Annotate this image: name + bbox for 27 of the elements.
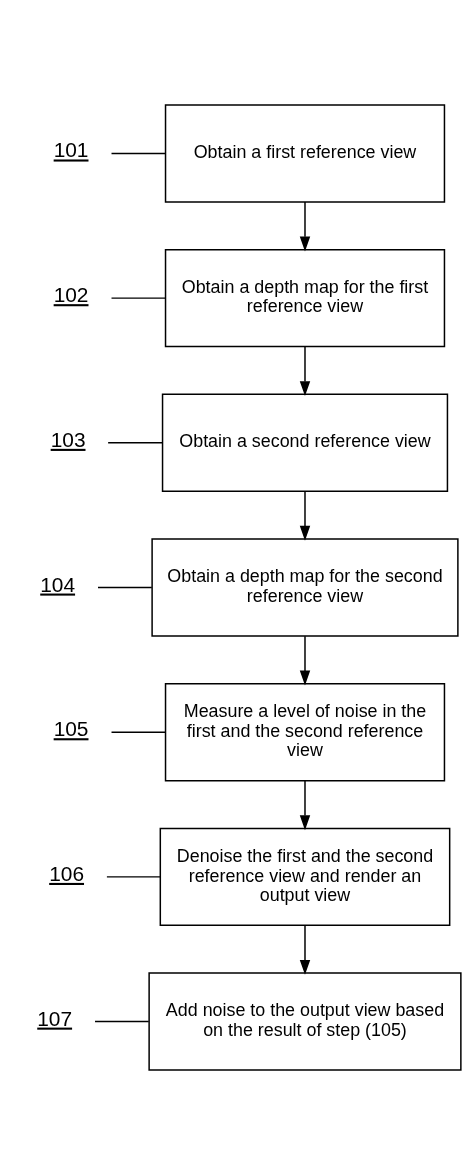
connector <box>110 297 166 299</box>
node-text: 107 <box>37 1006 73 1030</box>
node-text: 105 <box>53 717 89 741</box>
arrow <box>299 924 311 975</box>
connector <box>107 442 164 444</box>
arrow <box>299 201 311 252</box>
arrow <box>299 346 311 397</box>
node-box: Denoise the first and the second reference view and render an output view <box>159 827 451 927</box>
connector <box>110 731 166 733</box>
node-box: Obtain a first reference view <box>164 104 446 203</box>
node-text: 103 <box>50 427 86 451</box>
node-text: 101 <box>53 138 89 162</box>
node-box: Add noise to the output view based on the result of step (105) <box>148 972 462 1071</box>
node-box: Obtain a second reference view <box>161 393 449 493</box>
node-box: Obtain a depth map for the first reference view <box>164 248 446 348</box>
node-text: 106 <box>49 861 85 885</box>
connector <box>94 1020 150 1023</box>
node-box: Obtain a depth map for the second reference view <box>151 538 459 637</box>
connector <box>106 876 162 878</box>
connector <box>97 586 153 589</box>
arrow <box>299 490 311 541</box>
connector <box>110 152 166 155</box>
node-box: Measure a level of noise in the first and the second reference view <box>164 682 446 782</box>
node-text: 102 <box>53 283 89 307</box>
arrow <box>299 780 311 831</box>
node-text: 104 <box>40 572 76 596</box>
arrow <box>299 635 311 686</box>
